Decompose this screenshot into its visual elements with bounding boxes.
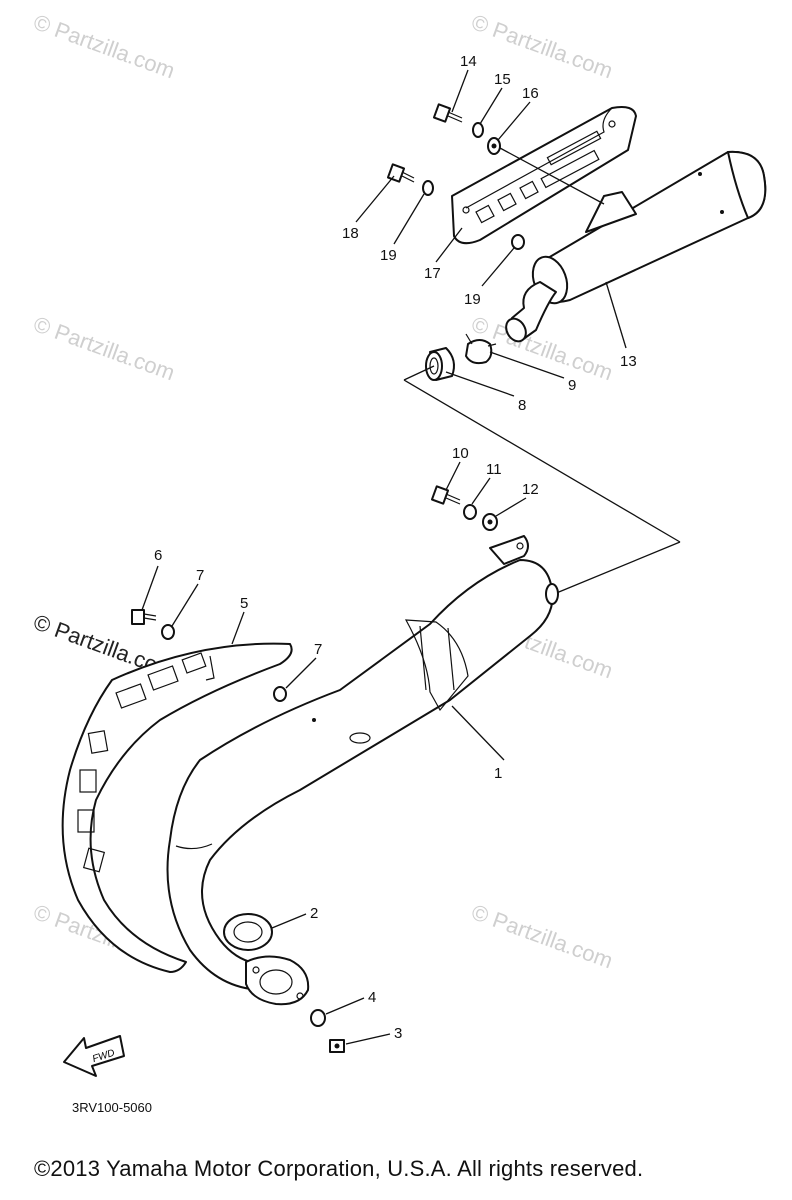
callout-19[interactable]: 19 bbox=[380, 247, 397, 264]
upper-hardware[interactable] bbox=[386, 103, 605, 250]
callout-3[interactable]: 3 bbox=[394, 1025, 402, 1042]
gasket-part[interactable] bbox=[223, 913, 273, 951]
callout-9[interactable]: 9 bbox=[568, 377, 576, 394]
watermark: © Partzilla.com bbox=[468, 9, 616, 83]
leader-lines bbox=[141, 69, 627, 1045]
forward-arrow-icon: FWD bbox=[63, 1035, 125, 1077]
pipe-protector-part[interactable] bbox=[61, 642, 293, 973]
copyright-notice: ©2013 Yamaha Motor Corporation, U.S.A. A… bbox=[34, 1156, 644, 1181]
callout-numbers: 1 2 3 4 5 6 7 7 8 9 10 11 12 13 14 15 16… bbox=[154, 53, 637, 1042]
callout-18[interactable]: 18 bbox=[342, 225, 359, 242]
callout-15[interactable]: 15 bbox=[494, 71, 511, 88]
callout-12[interactable]: 12 bbox=[522, 481, 539, 498]
callout-7b[interactable]: 7 bbox=[314, 641, 322, 658]
middle-hardware[interactable] bbox=[430, 485, 498, 531]
callout-1[interactable]: 1 bbox=[494, 765, 502, 782]
callout-14[interactable]: 14 bbox=[460, 53, 477, 70]
watermark: © Partzilla.com bbox=[468, 899, 616, 973]
callout-8[interactable]: 8 bbox=[518, 397, 526, 414]
callout-4[interactable]: 4 bbox=[368, 989, 376, 1006]
callout-11[interactable]: 11 bbox=[486, 461, 502, 478]
callout-10[interactable]: 10 bbox=[452, 445, 469, 462]
muffler-part[interactable] bbox=[502, 150, 767, 345]
callout-16[interactable]: 16 bbox=[522, 85, 539, 102]
callout-17[interactable]: 17 bbox=[424, 265, 441, 282]
callout-7[interactable]: 7 bbox=[196, 567, 204, 584]
joint-and-clamp[interactable] bbox=[425, 333, 497, 381]
callout-19b[interactable]: 19 bbox=[464, 291, 481, 308]
watermark: © Partzilla.com bbox=[30, 9, 178, 83]
watermark: © Partzilla.com bbox=[30, 311, 178, 385]
callout-2[interactable]: 2 bbox=[310, 905, 318, 922]
muffler-protector-part[interactable] bbox=[451, 106, 637, 245]
diagram-code: 3RV100-5060 bbox=[72, 1100, 152, 1115]
callout-6[interactable]: 6 bbox=[154, 547, 162, 564]
protector-hardware[interactable] bbox=[131, 609, 287, 702]
exhaust-pipe-part[interactable] bbox=[166, 535, 559, 1006]
callout-5[interactable]: 5 bbox=[240, 595, 248, 612]
callout-13[interactable]: 13 bbox=[620, 353, 637, 370]
lower-hardware[interactable] bbox=[310, 1009, 345, 1053]
assembly-lines bbox=[403, 365, 681, 595]
